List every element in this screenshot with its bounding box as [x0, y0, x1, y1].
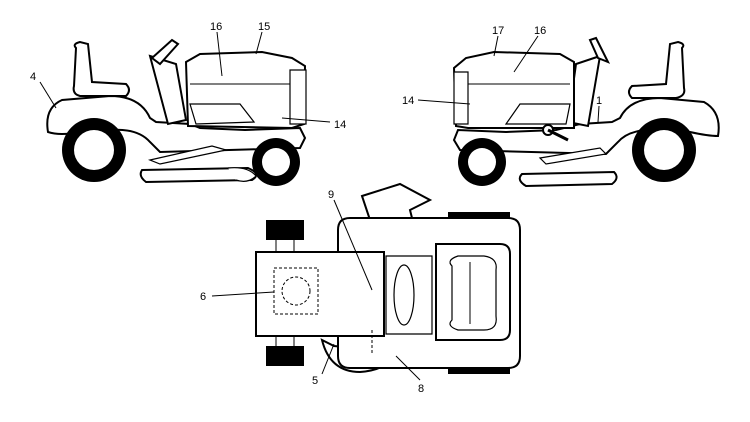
steering-column	[148, 54, 188, 126]
callout-17: 17	[492, 25, 504, 37]
foot-pedal-right	[538, 147, 608, 165]
lift-lever	[547, 128, 569, 142]
hood-top	[255, 251, 385, 337]
tractor-right-side-view: 17 16 14 1	[402, 25, 720, 188]
headlight-grille-right	[453, 71, 469, 125]
front-tire-left	[266, 220, 304, 240]
steering-wheel	[150, 38, 180, 66]
tractor-top-view: 9 6 5 8	[200, 182, 521, 395]
seat	[72, 40, 130, 97]
deck-chute	[227, 167, 257, 182]
callout-4: 4	[30, 71, 36, 83]
headlight-grille	[289, 69, 307, 125]
callout-1: 1	[596, 95, 602, 107]
tractor-left-side-view: 4 16 15 14	[30, 21, 346, 186]
front-wheel-hub	[262, 148, 290, 176]
callout-16-right: 16	[534, 25, 546, 37]
callout-16-left: 16	[210, 21, 222, 33]
leader-15	[255, 31, 263, 55]
callout-15: 15	[258, 21, 270, 33]
leader-14-right	[417, 99, 471, 105]
leader-4	[39, 81, 57, 109]
side-panel-right	[504, 103, 571, 125]
front-tire-right	[266, 346, 304, 366]
leader-8	[395, 355, 421, 381]
rear-wheel-hub	[74, 130, 114, 170]
callout-8: 8	[418, 383, 424, 395]
rear-wheel-right-hub	[644, 130, 684, 170]
decal-6-outline	[273, 267, 319, 315]
mower-deck	[139, 166, 258, 184]
leader-16-left	[216, 31, 223, 77]
foot-pedal	[147, 145, 227, 165]
steering-wheel-right	[588, 36, 611, 64]
decal-6-circle	[281, 276, 311, 306]
callout-9: 9	[328, 189, 334, 201]
leader-1	[597, 105, 600, 123]
leader-16-right	[513, 35, 539, 73]
leader-9	[333, 199, 373, 291]
leader-14-left	[281, 117, 331, 123]
callout-5: 5	[312, 375, 318, 387]
callout-14-left: 14	[334, 119, 346, 131]
seat-cushion	[449, 255, 497, 331]
callout-6: 6	[200, 291, 206, 303]
side-panel	[189, 103, 256, 125]
callout-14-right: 14	[402, 95, 414, 107]
steering-wheel-top	[393, 264, 415, 326]
leader-17	[493, 35, 499, 57]
seat-right	[628, 40, 686, 99]
front-wheel-right-hub	[468, 148, 496, 176]
leader-6	[211, 291, 275, 297]
leader-5	[321, 343, 335, 375]
mower-deck-right	[518, 170, 618, 188]
